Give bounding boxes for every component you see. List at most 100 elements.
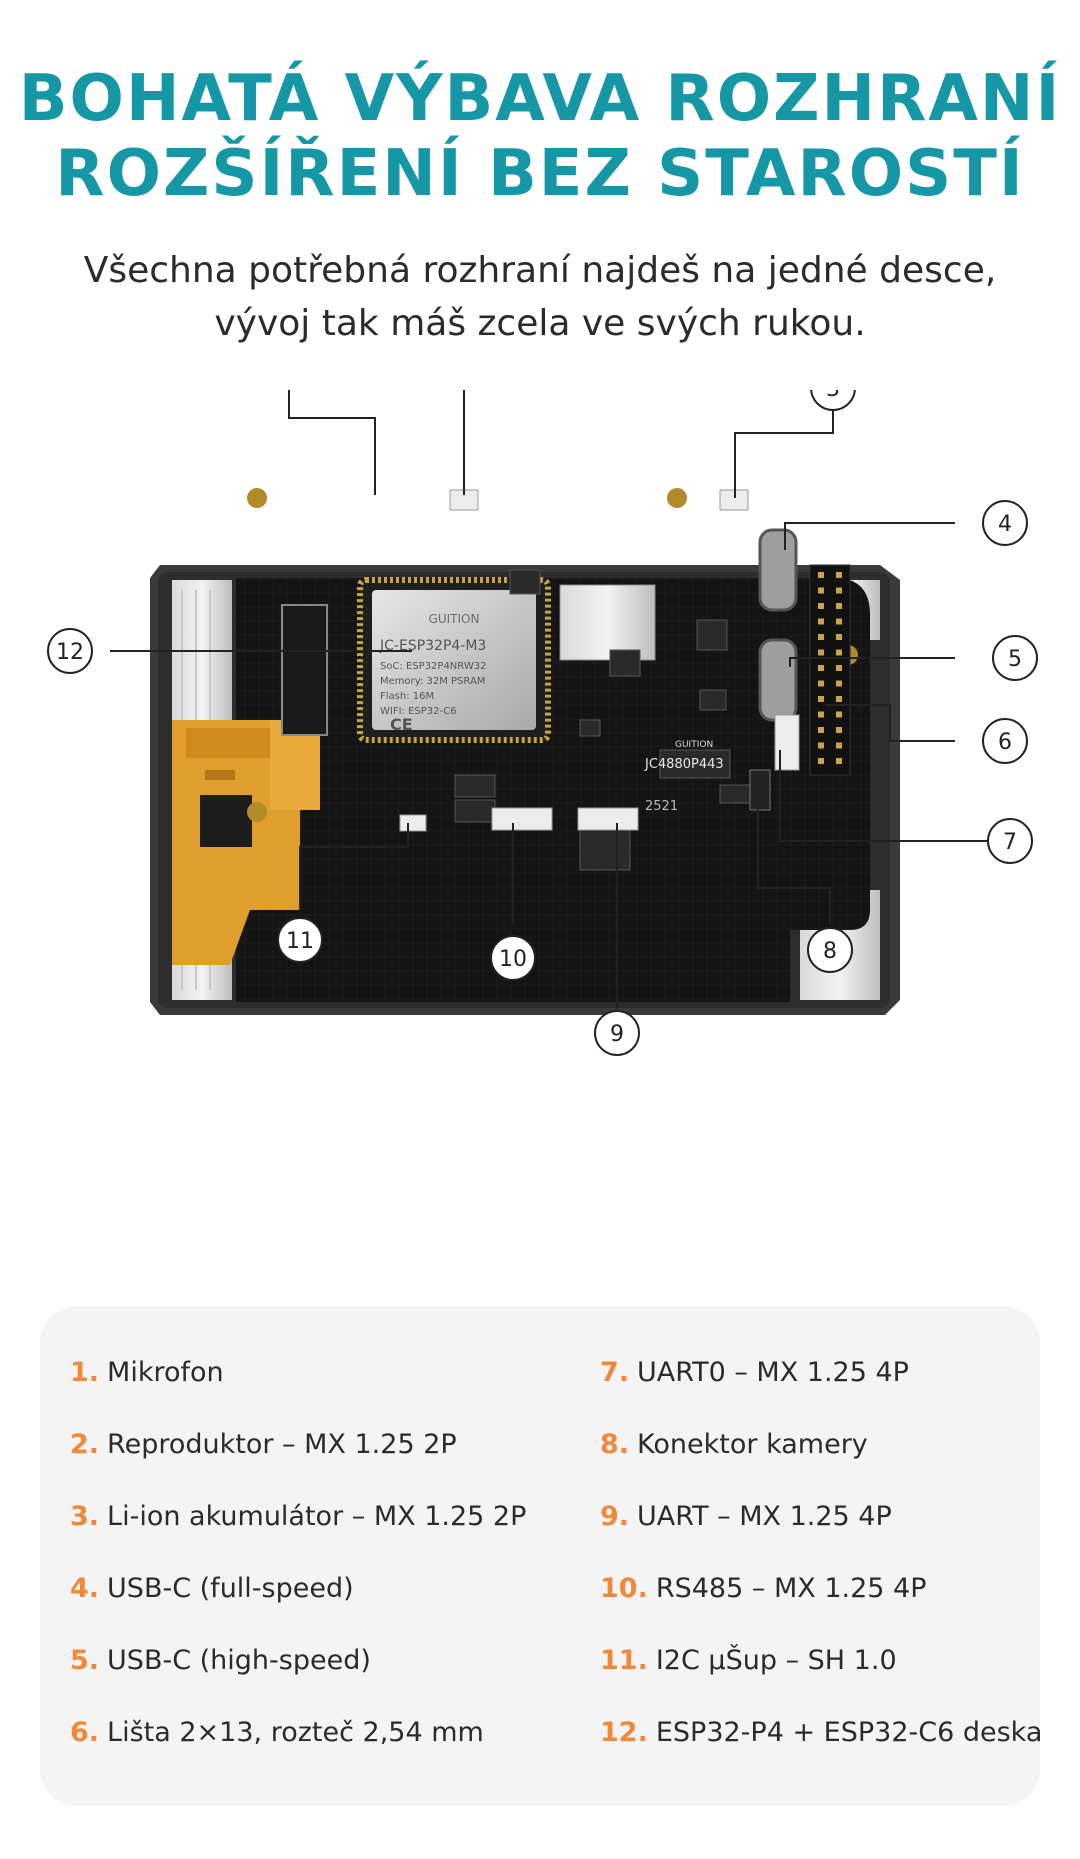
header-pin <box>836 634 842 640</box>
callout-marker-10: 10 <box>490 935 536 981</box>
header-pin <box>818 758 824 764</box>
header-pin <box>818 587 824 594</box>
header-pin <box>818 680 824 687</box>
header-pin <box>836 603 842 609</box>
board-diagram: GUITION JC-ESP32P4-M3 SoC: ESP32P4NRW32 … <box>47 390 1038 1056</box>
header-pin <box>818 572 824 578</box>
pcb-components <box>454 569 751 871</box>
legend-item: 10.RS485 – MX 1.25 4P <box>600 1573 926 1604</box>
legend-item: 3.Li-ion akumulátor – MX 1.25 2P <box>70 1501 526 1532</box>
legend-item: 9.UART – MX 1.25 4P <box>600 1501 892 1532</box>
callout-marker-12: 12 <box>47 628 93 674</box>
callout-number: 5 <box>1008 647 1022 672</box>
header-pin <box>818 665 824 671</box>
legend-item: 11.I2C µŠup – SH 1.0 <box>600 1645 897 1676</box>
pin-header <box>809 564 851 776</box>
legend-label: UART – MX 1.25 4P <box>637 1501 892 1532</box>
legend-item: 5.USB-C (high-speed) <box>70 1645 371 1676</box>
sd-card-slot <box>559 584 656 661</box>
legend-item: 4.USB-C (full-speed) <box>70 1573 354 1604</box>
header-pin <box>818 711 824 718</box>
header-pin <box>836 696 842 702</box>
legend-item: 12.ESP32-P4 + ESP32-C6 deska <box>600 1717 1042 1748</box>
board-brand: GUITION <box>675 740 713 750</box>
legend-item: 7.UART0 – MX 1.25 4P <box>600 1357 909 1388</box>
esp32-module: GUITION JC-ESP32P4-M3 SoC: ESP32P4NRW32 … <box>357 577 551 743</box>
ce-mark: CE <box>390 715 413 734</box>
header-pin <box>836 758 842 764</box>
callout-number: 4 <box>998 512 1012 537</box>
legend-number: 2. <box>70 1429 100 1460</box>
legend-label: Reproduktor – MX 1.25 2P <box>107 1429 457 1460</box>
legend-label: UART0 – MX 1.25 4P <box>637 1357 909 1388</box>
header-pin <box>818 603 824 609</box>
callout-number: 7 <box>1003 830 1017 855</box>
callout-number: 9 <box>610 1022 624 1047</box>
board-connectors <box>399 489 800 832</box>
header-pin <box>818 634 824 640</box>
legend-number: 12. <box>600 1717 648 1748</box>
callout-marker-9: 9 <box>594 1010 640 1056</box>
legend-item: 6.Lišta 2×13, rozteč 2,54 mm <box>70 1717 484 1748</box>
legend-number: 4. <box>70 1573 100 1604</box>
callout-lines <box>110 390 1000 1009</box>
callout-marker-4: 4 <box>982 500 1028 546</box>
legend-number: 1. <box>70 1357 100 1388</box>
callout-marker-7: 7 <box>987 818 1033 864</box>
legend-label: USB-C (full-speed) <box>107 1573 354 1604</box>
legend-label: Lišta 2×13, rozteč 2,54 mm <box>107 1717 484 1748</box>
legend-number: 9. <box>600 1501 630 1532</box>
legend-number: 7. <box>600 1357 630 1388</box>
legend-label: USB-C (high-speed) <box>107 1645 371 1676</box>
header-pin <box>836 711 842 718</box>
header-pin <box>818 649 824 656</box>
headline-line-1: BOHATÁ VÝBAVA ROZHRANÍ <box>18 62 1062 136</box>
legend-label: RS485 – MX 1.25 4P <box>655 1573 927 1604</box>
header-pin <box>818 618 824 625</box>
subtitle-line-1: Všechna potřebná rozhraní najdeš na jedn… <box>83 250 997 291</box>
header-pin <box>818 727 824 733</box>
header-pin <box>836 665 842 671</box>
header-pin <box>818 696 824 702</box>
board-model: JC4880P443 <box>644 757 724 772</box>
module-wifi: WIFI: ESP32-C6 <box>380 706 456 717</box>
module-flash: Flash: 16M <box>380 691 434 702</box>
callout-marker-11: 11 <box>277 917 323 963</box>
callout-number: 11 <box>286 929 314 954</box>
legend-number: 10. <box>600 1573 648 1604</box>
legend-number: 5. <box>70 1645 100 1676</box>
legend-label: Mikrofon <box>107 1357 224 1388</box>
legend-item: 2.Reproduktor – MX 1.25 2P <box>70 1429 457 1460</box>
callout-marker-5: 5 <box>992 635 1038 681</box>
callout-number: 12 <box>56 640 84 665</box>
legend-item: 1.Mikrofon <box>70 1357 224 1388</box>
fpc-connector <box>281 604 328 736</box>
header-pin <box>836 618 842 625</box>
header-pin <box>836 587 842 594</box>
callout-number: 10 <box>499 947 527 972</box>
header-pins <box>818 572 842 764</box>
callout-number: 6 <box>998 730 1012 755</box>
legend-label: Konektor kamery <box>637 1429 868 1460</box>
module-brand: GUITION <box>429 612 480 626</box>
legend-label: ESP32-P4 + ESP32-C6 deska <box>655 1717 1043 1748</box>
header-pin <box>836 649 842 656</box>
header-pin <box>836 680 842 687</box>
legend-number: 8. <box>600 1429 630 1460</box>
legend-number: 3. <box>70 1501 100 1532</box>
legend-number: 6. <box>70 1717 100 1748</box>
legend-item: 8.Konektor kamery <box>600 1429 868 1460</box>
callout-marker-8: 8 <box>807 927 853 973</box>
legend-label: I2C µŠup – SH 1.0 <box>655 1645 897 1676</box>
subtitle-line-2: vývoj tak máš zcela ve svých rukou. <box>214 303 866 344</box>
legend-panel <box>40 1306 1040 1806</box>
header-pin <box>836 727 842 733</box>
callout-number: 8 <box>823 939 837 964</box>
callout-markers: 123456789101112 <box>47 390 1038 1056</box>
headline-line-2: ROZŠÍŘENÍ BEZ STAROSTÍ <box>55 137 1025 211</box>
header-pin <box>836 572 842 578</box>
module-soc: SoC: ESP32P4NRW32 <box>380 661 486 672</box>
callout-number: 3 <box>826 390 840 402</box>
callout-marker-6: 6 <box>982 718 1028 764</box>
header-pin <box>836 742 842 749</box>
